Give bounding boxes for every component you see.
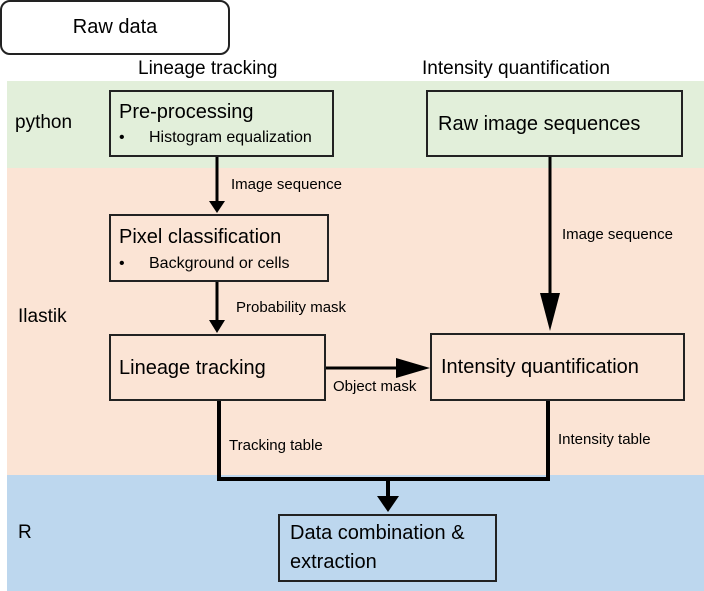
preprocessing-box: Pre-processing •Histogram equalization [109,90,334,157]
lineage-tracking-title: Lineage tracking [119,357,266,379]
column-header-lineage: Lineage tracking [138,58,278,79]
data-combination-line1: Data combination & [290,522,465,544]
pixel-classification-title: Pixel classification [119,226,282,248]
raw-image-sequences-box: Raw image sequences [426,90,683,157]
preprocessing-title: Pre-processing [119,101,254,123]
edge-label-object-mask: Object mask [333,378,417,395]
arrowhead-object-mask [396,358,430,378]
pixel-classification-box: Pixel classification •Background or cell… [109,214,329,282]
arrowhead-merge-down [377,496,399,512]
data-combination-box: Data combination & extraction [278,514,497,582]
edge-label-image-sequence-left: Image sequence [231,176,342,193]
preprocessing-bullet: •Histogram equalization [119,129,312,146]
raw-data-box: Raw data [0,0,230,55]
python-band-label: python [15,112,73,133]
edge-label-image-sequence-right: Image sequence [562,226,673,243]
preprocessing-bullet-text: Histogram equalization [149,129,312,146]
r-band-label: R [18,522,32,543]
arrowhead-raw-to-intensity [540,293,560,331]
intensity-quantification-box: Intensity quantification [430,333,685,401]
intensity-quantification-title: Intensity quantification [441,356,639,378]
edge-label-intensity-table: Intensity table [558,431,651,448]
arrowhead-pixel-to-lineage [209,320,225,333]
edge-label-probability-mask: Probability mask [236,299,347,316]
lineage-tracking-box: Lineage tracking [109,334,326,401]
edge-label-tracking-table: Tracking table [229,437,323,454]
pixel-classification-bullet: •Background or cells [119,255,290,272]
arrowhead-preprocess-to-pixel [209,201,225,213]
raw-image-sequences-title: Raw image sequences [438,113,641,135]
data-combination-line2: extraction [290,551,377,573]
column-header-intensity: Intensity quantification [422,58,611,79]
ilastik-band-label: Ilastik [18,306,67,327]
pixel-classification-bullet-text: Background or cells [149,255,290,272]
